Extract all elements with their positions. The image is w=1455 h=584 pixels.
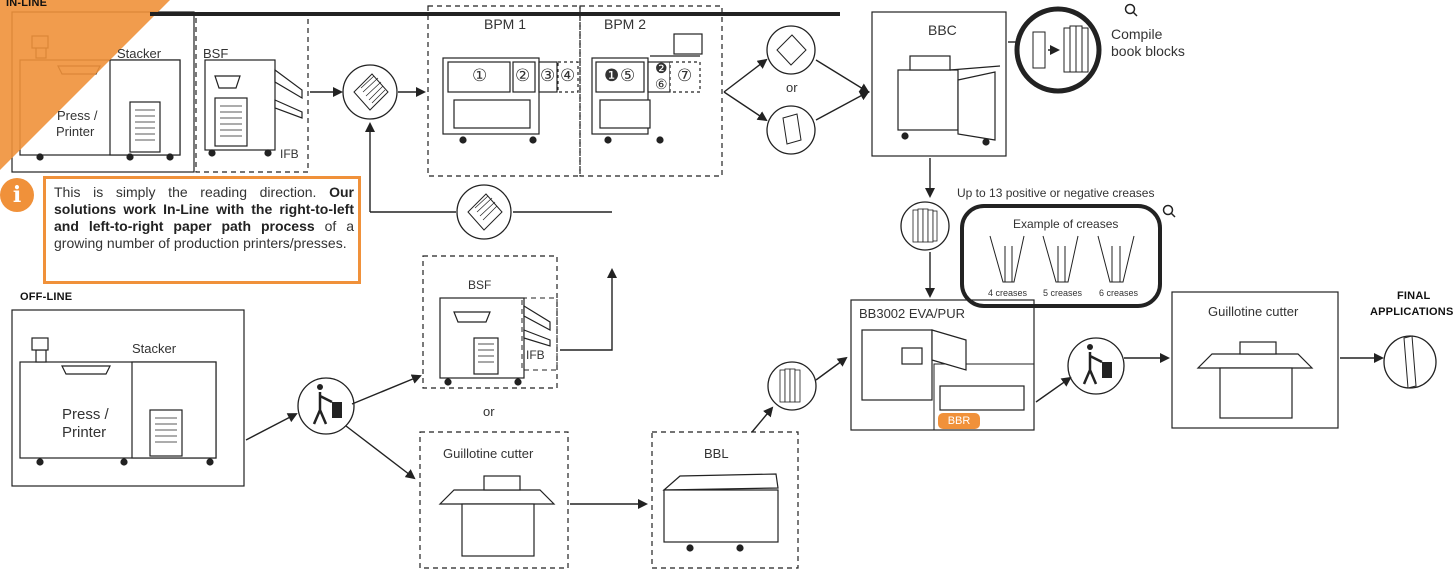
bpm2-label: BPM 2 bbox=[604, 16, 647, 32]
crease-4-label: 4 creases bbox=[988, 288, 1028, 298]
crease-fans bbox=[989, 235, 1135, 283]
bpm2-num-2: ❷ bbox=[655, 60, 668, 76]
final-label-1: FINAL bbox=[1397, 290, 1431, 302]
magnifier-icon[interactable] bbox=[1124, 3, 1138, 17]
bbc-box bbox=[871, 11, 1007, 157]
or-label-top: or bbox=[786, 80, 798, 95]
info-text: This is simply the reading direction. Ou… bbox=[54, 184, 354, 251]
offline-press-label-2: Printer bbox=[62, 424, 107, 441]
sheet-circle-bottom bbox=[766, 105, 816, 155]
operator-circle-2 bbox=[1067, 337, 1125, 395]
magnifier-icon[interactable] bbox=[1162, 204, 1176, 218]
guillotine-right-machine bbox=[1196, 341, 1314, 419]
sheet-circle-1 bbox=[342, 64, 398, 120]
bpm1-num-1: ① bbox=[472, 66, 488, 85]
bpm1-num-4: ④ bbox=[560, 66, 576, 85]
bpm1-label: BPM 1 bbox=[484, 16, 527, 32]
info-icon: i bbox=[0, 178, 34, 212]
creases-title: Example of creases bbox=[1013, 217, 1119, 231]
book-block-circle bbox=[900, 201, 950, 251]
inline-bsf-label: BSF bbox=[203, 46, 229, 61]
inline-press-label-2: Printer bbox=[56, 124, 95, 139]
final-label-2: APPLICATIONS bbox=[1370, 306, 1454, 318]
book-block-circle-2 bbox=[767, 361, 817, 411]
offline-guillotine-label: Guillotine cutter bbox=[443, 446, 534, 461]
bb3002-machine bbox=[861, 329, 1025, 411]
bpm2-machine bbox=[591, 33, 703, 144]
bpm2-num-7: ⑦ bbox=[677, 66, 693, 85]
operator-circle-1 bbox=[297, 377, 355, 435]
offline-banner: OFF-LINE bbox=[20, 291, 73, 303]
bbl-box bbox=[651, 431, 799, 569]
info-box: This is simply the reading direction. Ou… bbox=[43, 176, 361, 284]
bbl-machine bbox=[662, 473, 779, 552]
offline-guillotine-machine bbox=[438, 475, 556, 557]
offline-press-machine bbox=[19, 337, 217, 466]
inline-ifb-label: IFB bbox=[280, 147, 299, 161]
crease-5-label: 5 creases bbox=[1043, 288, 1083, 298]
bpm1-machine bbox=[442, 57, 579, 144]
guillotine-right-label: Guillotine cutter bbox=[1208, 304, 1299, 319]
bbr-box bbox=[933, 363, 1035, 431]
offline-press-label-1: Press / bbox=[62, 406, 109, 423]
offline-stacker-label: Stacker bbox=[132, 341, 177, 356]
inline-stacker-label: Stacker bbox=[117, 46, 162, 61]
offline-guillotine-box bbox=[419, 431, 569, 569]
offline-bsf-machine bbox=[439, 297, 551, 386]
crease-6-label: 6 creases bbox=[1099, 288, 1139, 298]
bbl-label: BBL bbox=[704, 446, 729, 461]
creases-box bbox=[960, 204, 1162, 308]
sheet-circle-2 bbox=[456, 184, 512, 240]
bpm2-box bbox=[579, 5, 723, 177]
inline-press-label-1: Press / bbox=[57, 108, 98, 123]
bpm1-num-2: ② bbox=[515, 66, 531, 85]
bpm2-num-1: ❶ bbox=[604, 66, 620, 85]
bbr-badge: BBR bbox=[938, 413, 980, 429]
creases-headline: Up to 13 positive or negative creases bbox=[957, 186, 1155, 200]
offline-bsf-label: BSF bbox=[468, 278, 492, 292]
bbc-machine bbox=[897, 55, 1001, 146]
bpm1-num-3: ③ bbox=[540, 66, 556, 85]
bbc-label: BBC bbox=[928, 22, 957, 38]
bpm1-box bbox=[427, 5, 581, 177]
bpm2-num-6: ⑥ bbox=[655, 76, 668, 92]
inline-bsf-machine bbox=[204, 59, 303, 157]
compile-circle bbox=[1014, 6, 1102, 94]
sheet-circle-top bbox=[766, 25, 816, 75]
bb3002-label: BB3002 EVA/PUR bbox=[859, 306, 965, 321]
flow-arrows bbox=[245, 41, 1384, 509]
compile-label-1: Compile bbox=[1111, 26, 1163, 42]
inline-banner: IN-LINE bbox=[6, 0, 48, 9]
or-label-bottom: or bbox=[483, 404, 495, 419]
final-book-circle bbox=[1383, 335, 1437, 389]
offline-ifb-label: IFB bbox=[526, 348, 545, 362]
offline-press-box bbox=[11, 309, 245, 487]
guillotine-right-box bbox=[1171, 291, 1339, 429]
bpm2-num-5: ⑤ bbox=[620, 66, 636, 85]
compile-label-2: book blocks bbox=[1111, 43, 1185, 59]
inline-banner-triangle bbox=[0, 0, 170, 170]
